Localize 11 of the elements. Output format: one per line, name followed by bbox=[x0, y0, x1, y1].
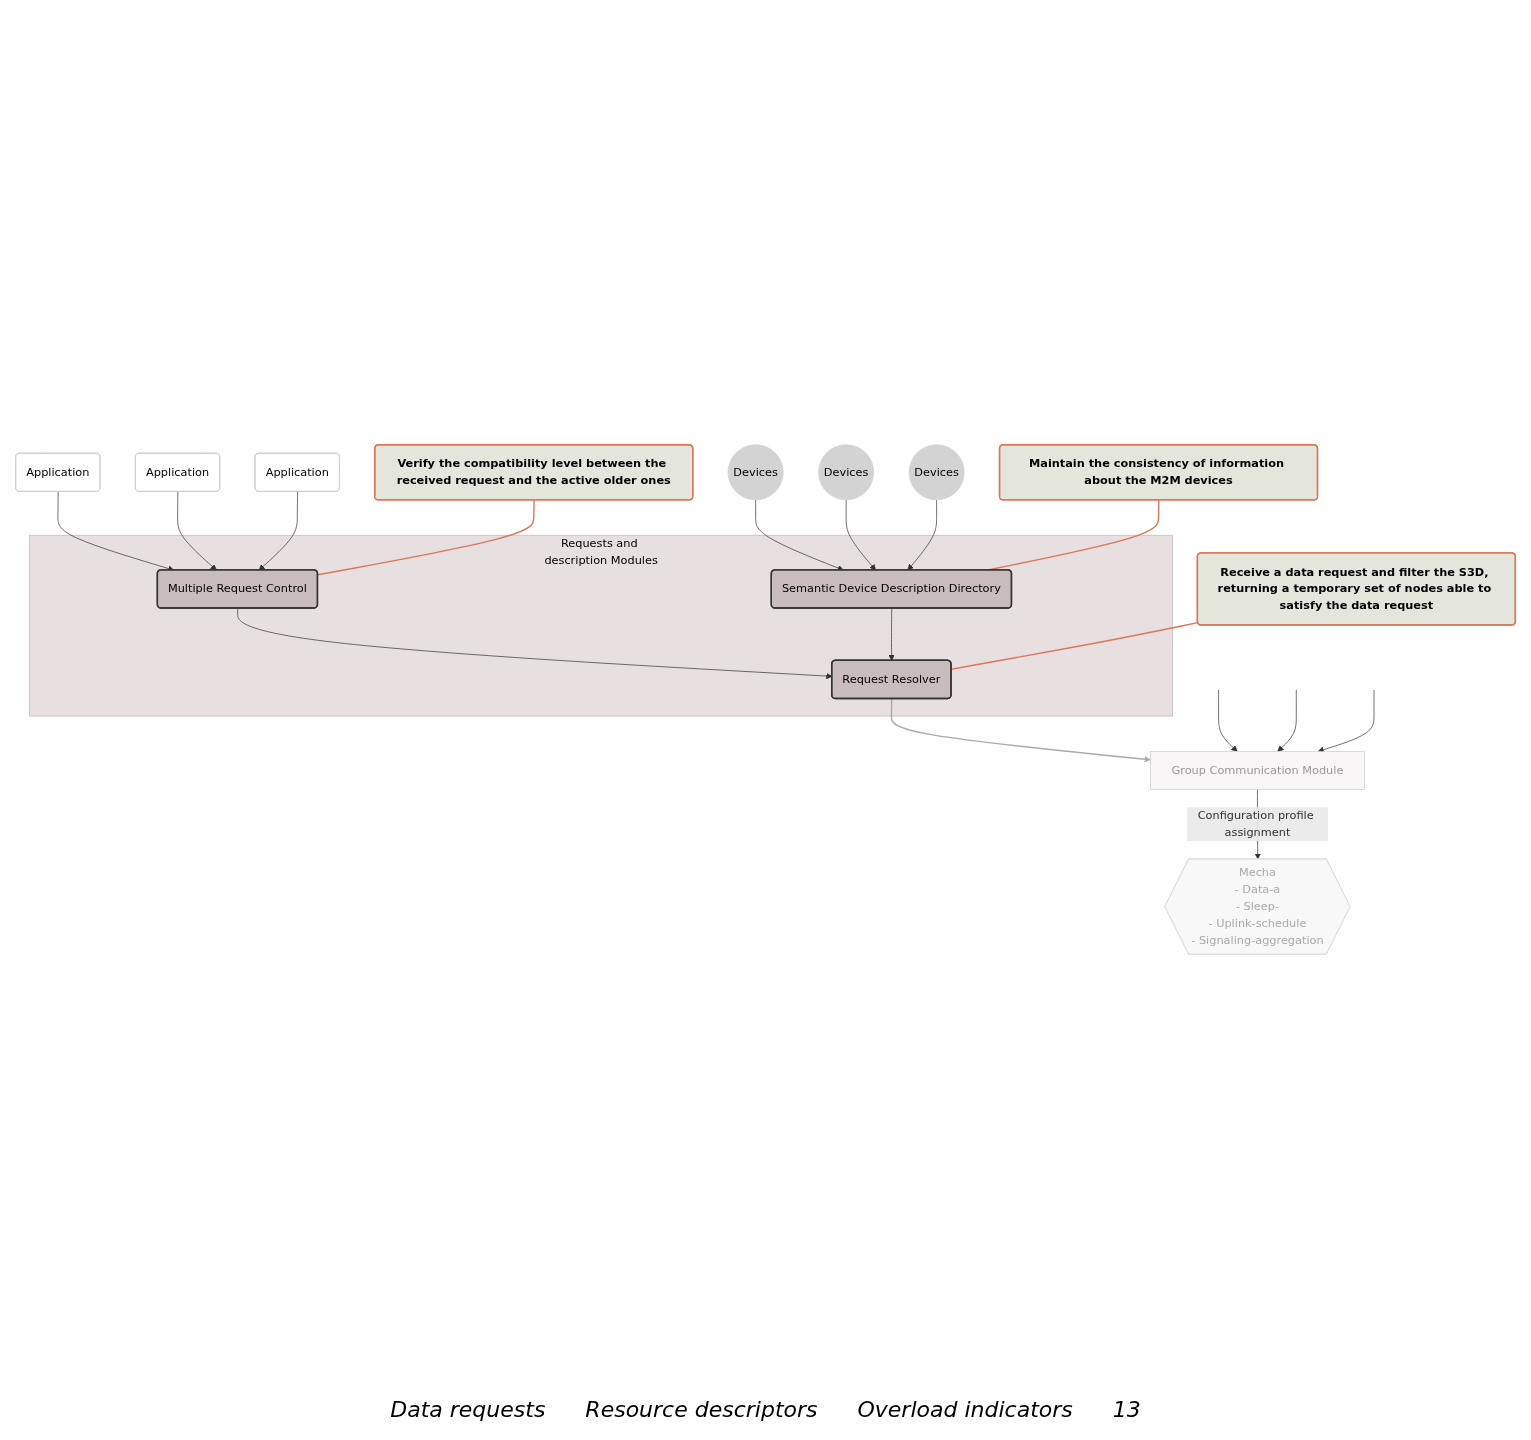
node-box: Group Communication Module bbox=[1149, 751, 1365, 790]
arrow bbox=[890, 698, 1151, 763]
annotation-text: Data requests bbox=[390, 1397, 546, 1422]
connector bbox=[317, 499, 535, 576]
annotation-text: Resource descriptors bbox=[585, 1397, 818, 1422]
annotation-text: 13 bbox=[1112, 1397, 1141, 1422]
node-circle: Devices bbox=[908, 444, 965, 501]
node-circle: Devices bbox=[727, 444, 784, 501]
node-circle: Devices bbox=[818, 444, 875, 501]
edge-label: Configuration profile assignment bbox=[1197, 808, 1314, 840]
annotation-text: Overload indicators bbox=[857, 1397, 1073, 1422]
